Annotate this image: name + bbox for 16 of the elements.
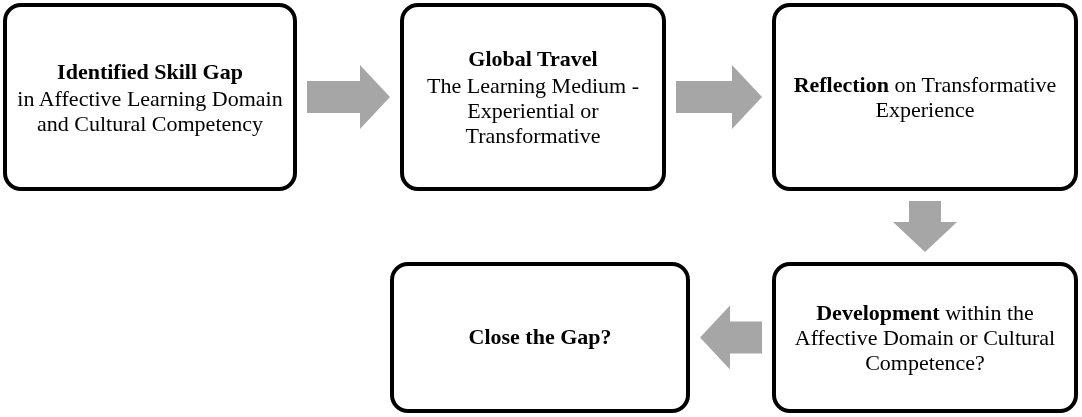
- box-text: Reflection on Transformative Experience: [792, 72, 1058, 122]
- box-heading: Global Travel: [468, 46, 598, 71]
- block-arrow: [676, 65, 762, 129]
- process-box: [3, 3, 297, 191]
- block-arrow: [893, 201, 957, 252]
- box-text: in Affective Learning Domain and Cultural Competency: [16, 85, 284, 136]
- process-box: [772, 3, 1078, 191]
- box-text: The Learning Medium - Experiential or Transformative: [426, 73, 640, 148]
- process-box: [772, 262, 1078, 413]
- box-heading: Identified Skill Gap: [57, 58, 243, 84]
- box-text: Close the Gap?: [468, 324, 612, 349]
- process-box: [400, 3, 666, 191]
- block-arrow: [307, 65, 390, 129]
- box-text: Development within the Affective Domain or Cultural Competence?: [793, 300, 1057, 375]
- block-arrow: [700, 305, 762, 370]
- process-box: [390, 262, 690, 413]
